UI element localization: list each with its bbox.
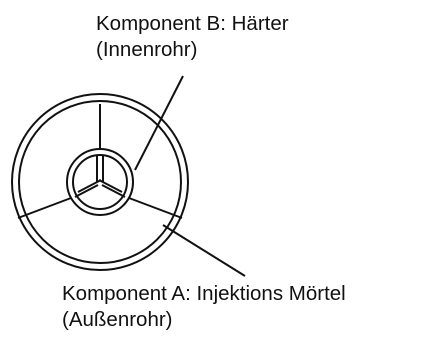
leader-line-component-a bbox=[162, 224, 246, 277]
inner-tube-inner-wall bbox=[72, 154, 128, 210]
component-a-detail: (Außenrohr) bbox=[62, 308, 173, 331]
inner-tube-outer-wall bbox=[66, 148, 134, 216]
component-b-detail: (Innenrohr) bbox=[96, 38, 198, 61]
rib-left bbox=[17, 197, 72, 219]
outer-tube-inner-wall bbox=[18, 100, 182, 264]
rib-right bbox=[128, 197, 183, 219]
center-star-divider bbox=[74, 156, 126, 198]
leader-line-component-b bbox=[134, 75, 184, 171]
component-b-label: Komponent B: Härter (Innenrohr) bbox=[96, 11, 289, 63]
outer-tube-outer-wall bbox=[11, 93, 189, 271]
component-a-title: Komponent A: Injektions Mörtel bbox=[62, 282, 346, 305]
component-b-title: Komponent B: Härter bbox=[96, 12, 289, 35]
component-a-label: Komponent A: Injektions Mörtel (Außenroh… bbox=[62, 281, 346, 333]
